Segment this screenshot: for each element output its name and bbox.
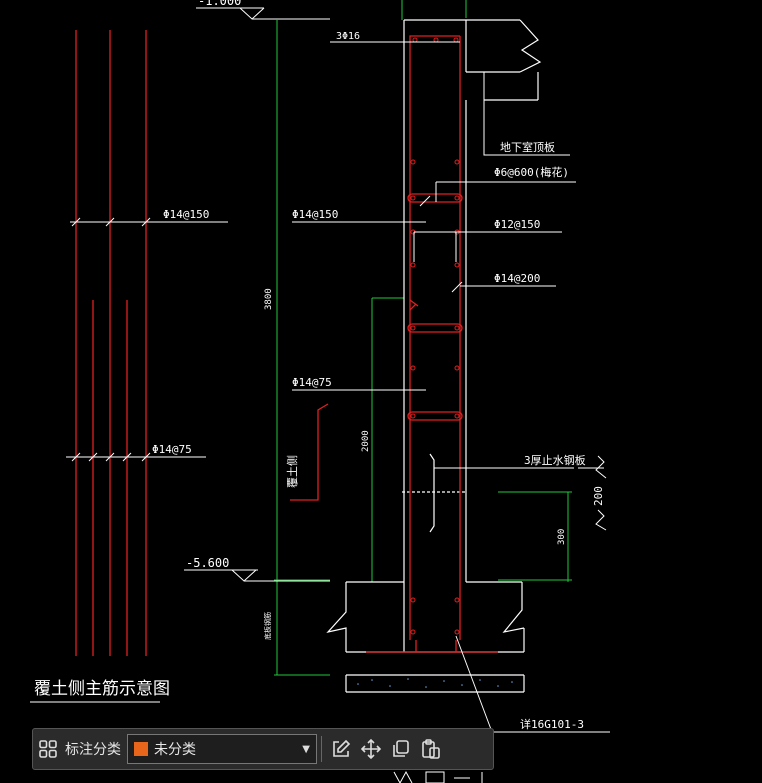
category-color-swatch [134,742,148,756]
label-phi14-150-mid: Φ14@150 [292,208,338,221]
rebar-dots [410,37,460,635]
annotation-toolbar: 标注分类 未分类 ▼ [32,728,494,770]
category-value: 未分类 [154,741,196,757]
elev-mark-top [196,7,330,20]
elev-bottom-label: -5.600 [186,556,229,570]
bottom-partial-shapes [393,770,483,783]
label-ref-16g101: 详16G101-3 [520,717,584,731]
move-icon[interactable] [356,734,386,764]
dim-300: 300 [557,529,567,545]
schematic-rebars [75,30,147,656]
label-soil-side: 覆土侧 [286,455,299,488]
concrete-hatch [357,678,513,688]
waterstop-plate [429,453,435,533]
wall-outline [326,19,542,693]
label-phi14-200: Φ14@200 [494,272,540,285]
right-break-symbol [578,455,607,531]
diagram-title: 覆土侧主筋示意图 [34,679,170,699]
label-phi6-600: Φ6@600(梅花) [494,165,569,179]
elev-top-label: -1.000 [198,0,241,8]
dim-2000: 2000 [361,430,371,452]
dim-200: 200 [592,486,605,506]
category-select[interactable]: 未分类 ▼ [127,734,317,764]
label-basement-slab: 地下室顶板 [500,140,555,154]
label-phi14-75-mid: Φ14@75 [292,376,332,389]
label-phi14-150-left: Φ14@150 [163,208,209,221]
bottom-note: 底板钢筋 [263,612,272,640]
elev-mark-bottom [184,569,330,582]
green-dimensions [274,0,572,676]
label-phi12-150: Φ12@150 [494,218,540,231]
grid-icon[interactable] [33,734,63,764]
category-label: 标注分类 [65,741,121,757]
paste-icon[interactable] [416,734,446,764]
dim-3800: 3800 [264,288,274,310]
leader-lines [292,41,610,733]
label-phi14-75-left: Φ14@75 [152,443,192,456]
edit-icon[interactable] [326,734,356,764]
label-waterstop: 3厚止水钢板 [524,453,586,467]
label-3phi16: 3Φ16 [336,31,360,42]
toolbar-divider [321,736,322,762]
schematic-dim-lines [30,217,228,703]
copy-icon[interactable] [386,734,416,764]
wall-rebar [290,35,498,653]
chevron-down-icon: ▼ [302,743,310,755]
